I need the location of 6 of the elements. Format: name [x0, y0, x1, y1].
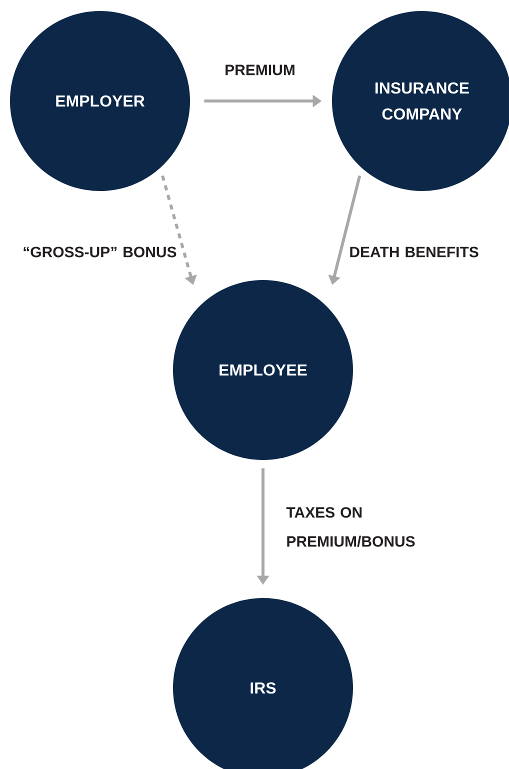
edge-label: PREMIUM	[226, 64, 294, 76]
edge-label: TAXES ON PREMIUM/BONUS	[286, 507, 415, 547]
edge-label: DEATH BENEFITS	[350, 246, 478, 258]
circle-node: EMPLOYEE	[173, 280, 353, 460]
edge-label: “GROSS-UP” BONUS	[24, 246, 176, 258]
circle-node: EMPLOYER	[10, 11, 190, 191]
